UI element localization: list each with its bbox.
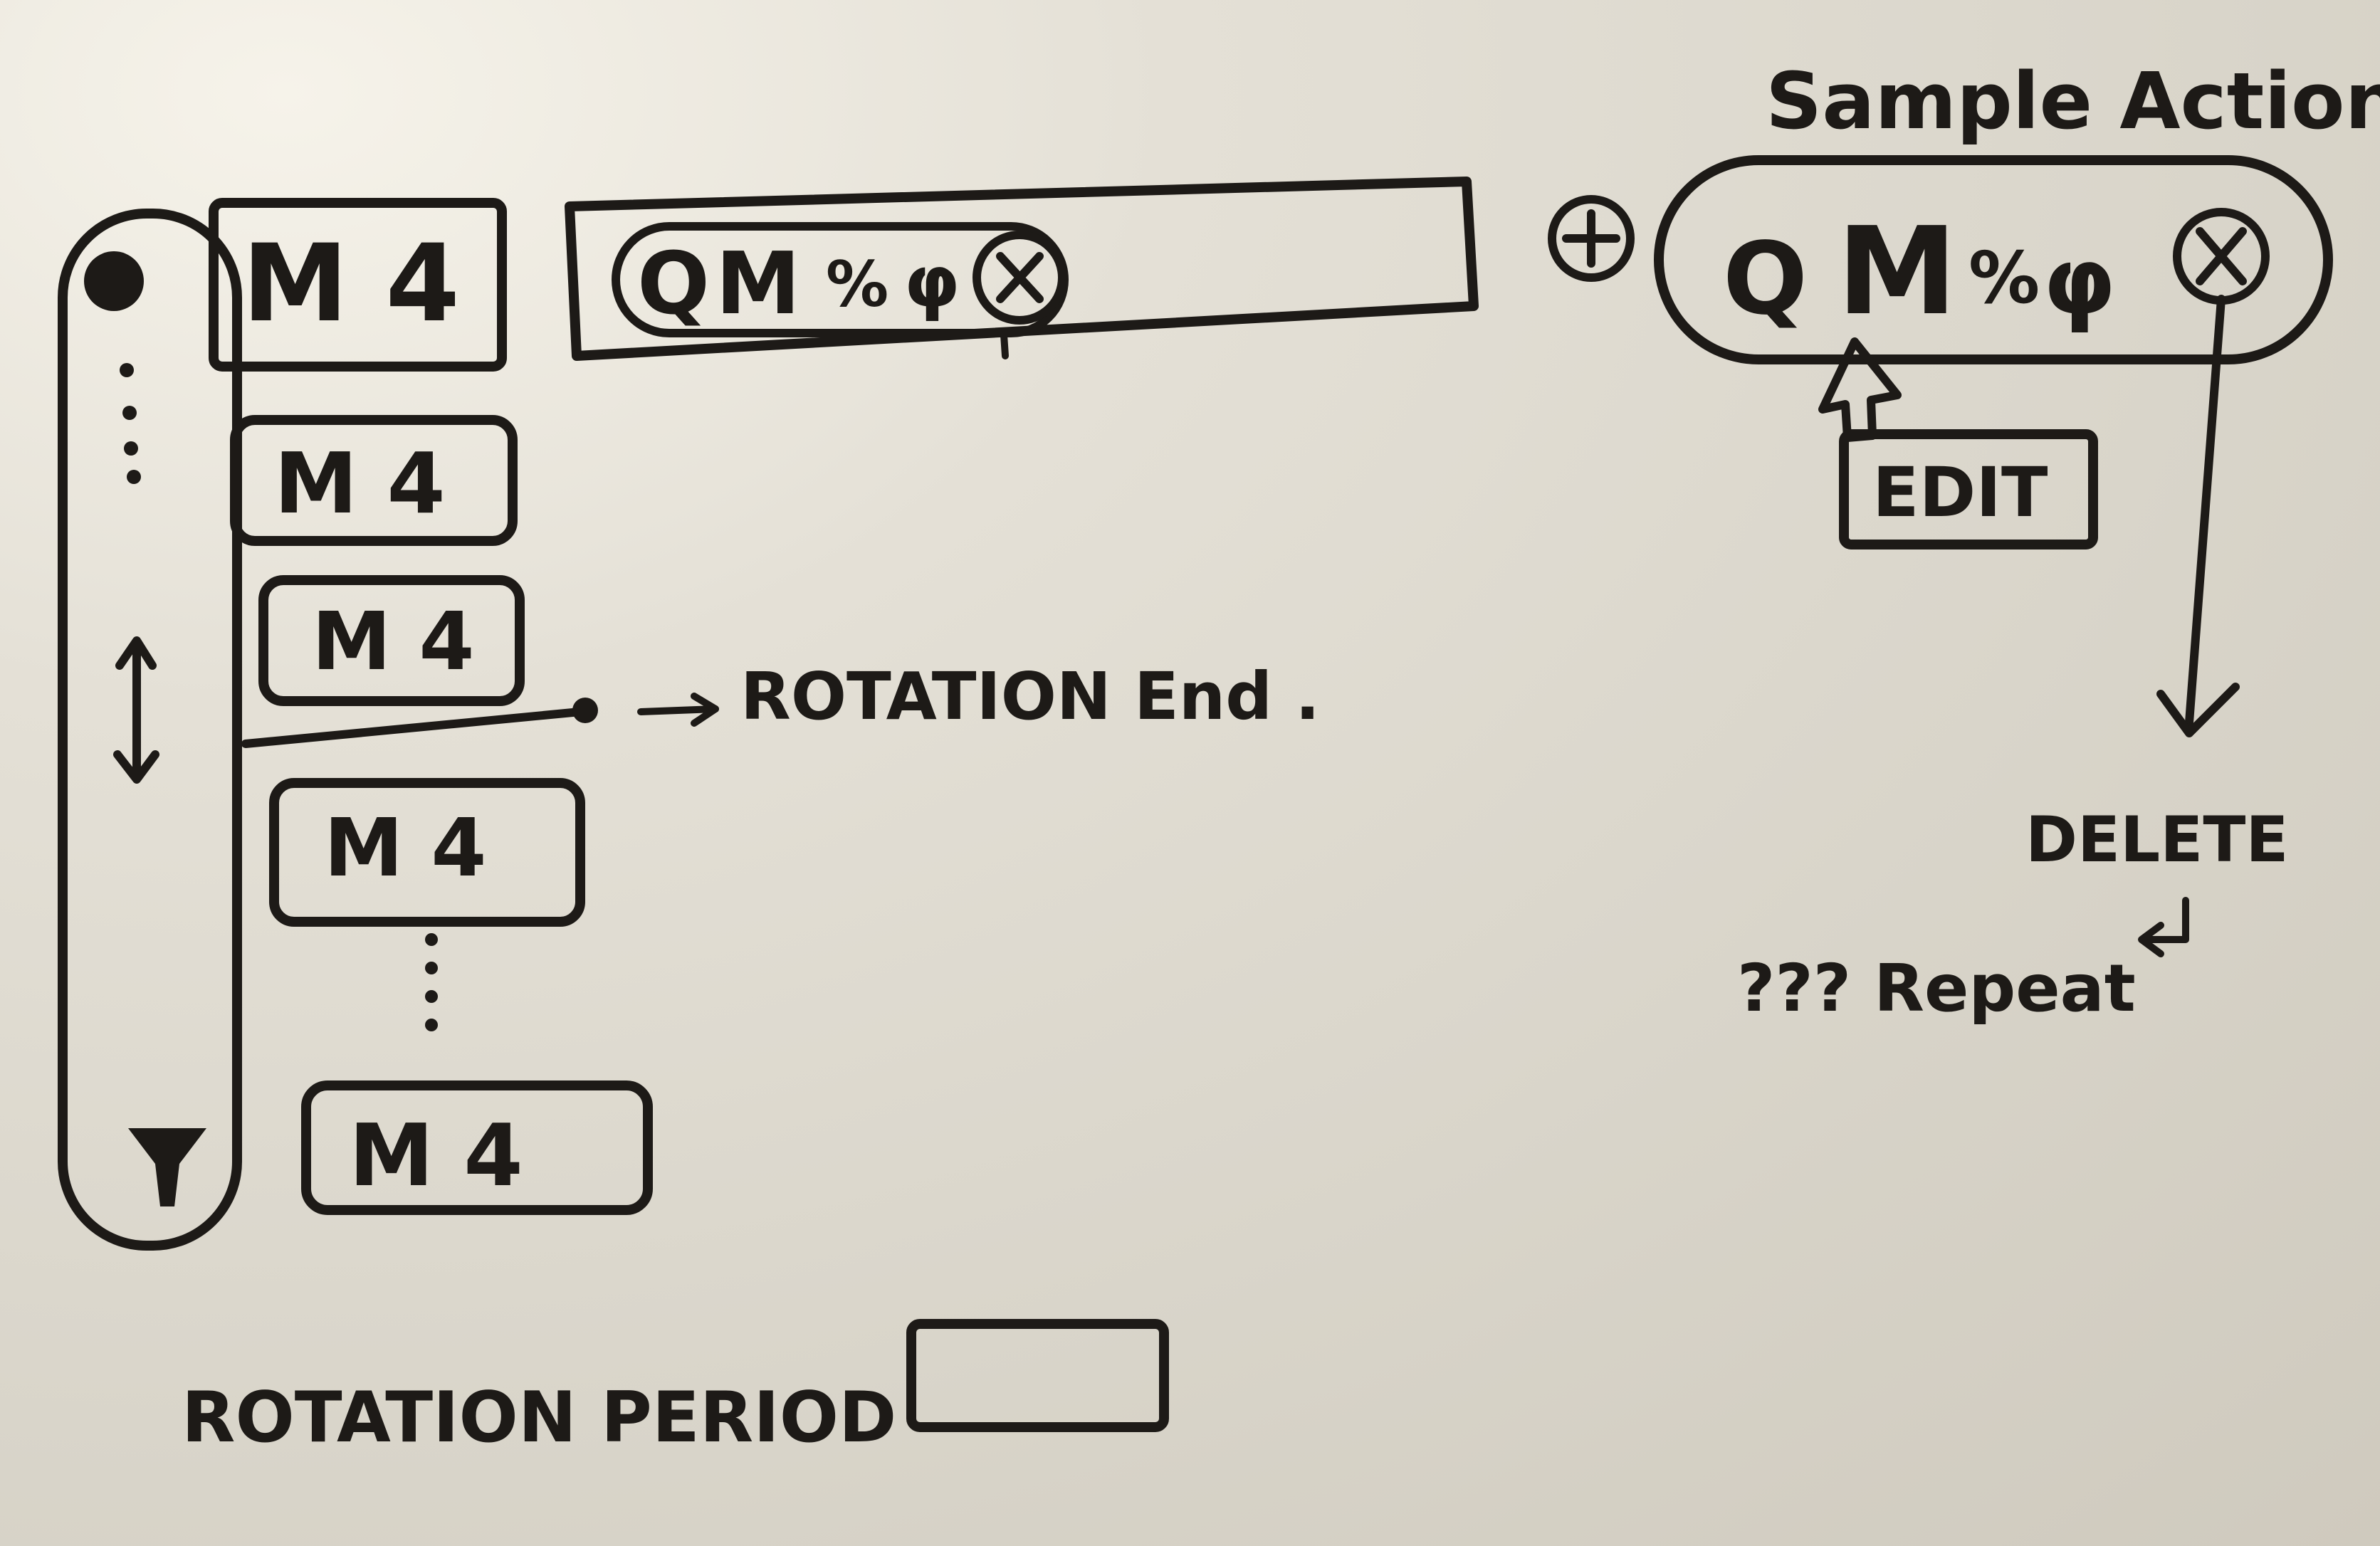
sidebar-dots — [120, 363, 141, 484]
sample-action-title: Sample Action — [1766, 56, 2380, 147]
delete-arrow — [2156, 295, 2240, 737]
sample-action-chip-phi[interactable]: φ — [2043, 227, 2116, 335]
rotation-item-3[interactable]: M 4 — [258, 575, 525, 706]
action-bar-chip-percent[interactable]: % — [826, 248, 888, 321]
edit-button[interactable]: EDIT — [1839, 429, 2098, 549]
rotation-period-input[interactable] — [906, 1319, 1169, 1432]
rotation-item-label: M 4 — [242, 222, 460, 346]
return-arrow-icon — [2138, 897, 2189, 957]
sidebar-top-knob-icon[interactable] — [84, 251, 144, 311]
edit-label: EDIT — [1872, 453, 2048, 532]
sample-action-close-icon[interactable] — [2173, 208, 2270, 305]
list-overflow-dots — [425, 933, 438, 1031]
rotation-item-1[interactable]: M 4 — [209, 198, 507, 372]
rotation-item-2[interactable]: M 4 — [230, 415, 518, 546]
rotation-end-divider — [241, 693, 719, 748]
rotation-item-label: M 4 — [274, 434, 446, 532]
rotation-item-label: M 4 — [324, 802, 486, 895]
action-bar-chip-m[interactable]: M — [715, 235, 800, 334]
delete-label: DELETE — [2025, 803, 2289, 876]
scroll-up-down-icon[interactable] — [113, 636, 159, 784]
rotation-sidebar[interactable] — [58, 209, 242, 1251]
action-bar-chip-q[interactable]: Q — [637, 235, 710, 334]
funnel-icon[interactable] — [128, 1128, 206, 1206]
rotation-item-label: M 4 — [312, 596, 474, 688]
rotation-item-5[interactable]: M 4 — [301, 1080, 653, 1215]
rotation-end-label: ROTATION End . — [740, 658, 1320, 735]
action-bar-chip-phi[interactable]: φ — [904, 240, 960, 323]
repeat-label: ??? Repeat — [1737, 950, 2136, 1026]
sample-action-chip-q[interactable]: Q — [1723, 221, 1808, 337]
sample-action-chip-percent[interactable]: % — [1969, 236, 2040, 320]
action-bar[interactable]: Q M % φ — [565, 177, 1479, 361]
rotation-period-label: ROTATION PERIOD — [182, 1377, 896, 1458]
action-bar-close-icon[interactable] — [973, 231, 1066, 359]
rotation-item-4[interactable]: M 4 — [269, 778, 585, 927]
sample-action-bar[interactable]: Q M % φ — [1654, 155, 2333, 364]
add-icon[interactable] — [1548, 195, 1635, 282]
rotation-item-label: M 4 — [349, 1107, 523, 1206]
sample-action-chip-m[interactable]: M — [1837, 201, 1957, 342]
